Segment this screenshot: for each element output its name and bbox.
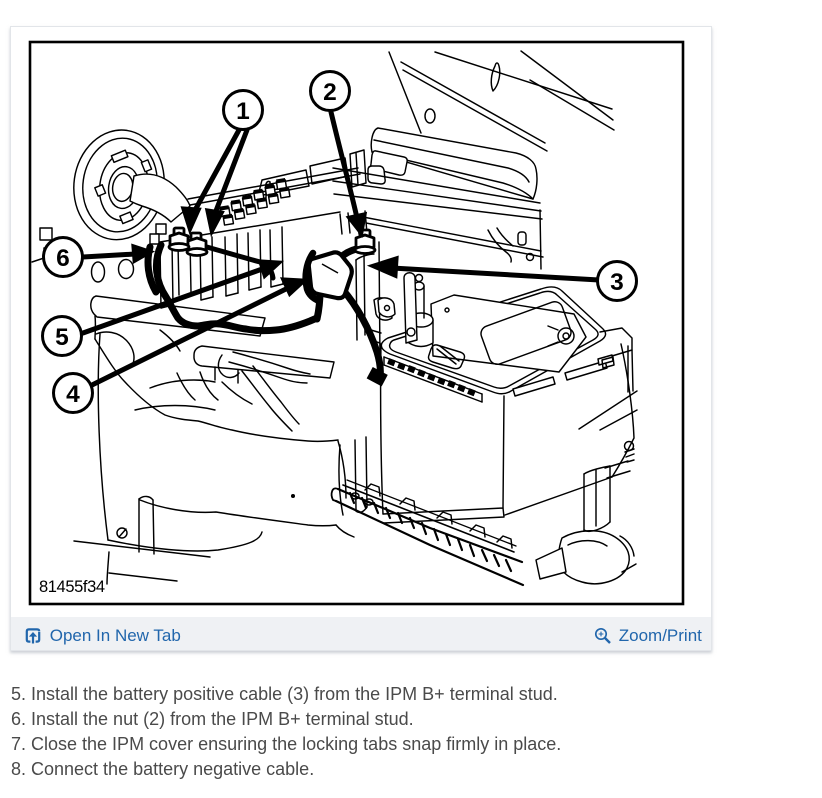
svg-text:2: 2 <box>323 79 337 106</box>
svg-text:6: 6 <box>56 245 70 272</box>
svg-text:1: 1 <box>236 98 250 125</box>
svg-text:81455f34: 81455f34 <box>39 578 105 596</box>
svg-text:4: 4 <box>66 381 80 408</box>
svg-text:3: 3 <box>610 269 624 296</box>
svg-text:5: 5 <box>55 324 69 351</box>
